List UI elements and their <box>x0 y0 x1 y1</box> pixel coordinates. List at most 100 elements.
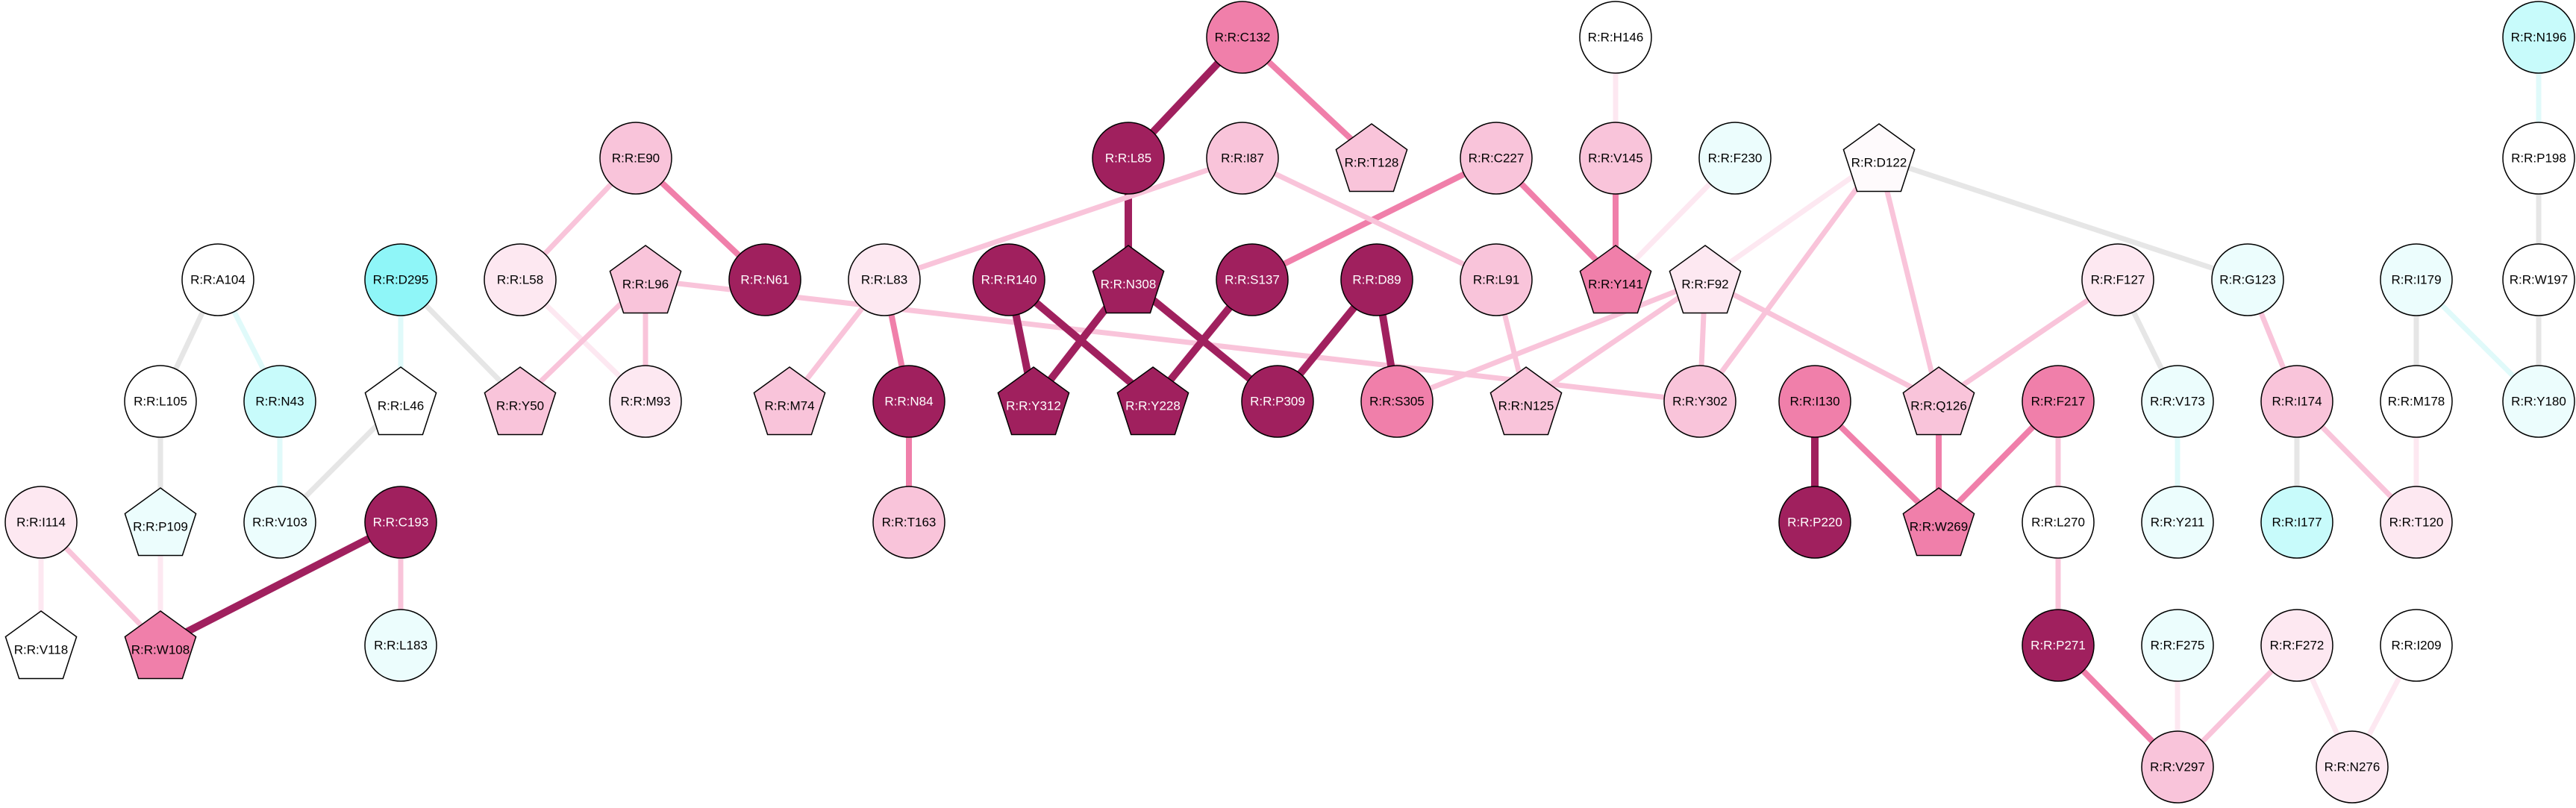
node-p220[interactable]: R:R:P220 <box>1778 486 1851 559</box>
node-w269[interactable]: R:R:W269 <box>1902 487 1975 557</box>
node-c132[interactable]: R:R:C132 <box>1206 1 1279 74</box>
node-f272[interactable]: R:R:F272 <box>2260 609 2333 682</box>
circle-node-shape <box>1241 365 1314 438</box>
node-y312[interactable]: R:R:Y312 <box>997 366 1070 436</box>
node-n61[interactable]: R:R:N61 <box>728 243 801 316</box>
node-l96[interactable]: R:R:L96 <box>609 245 682 314</box>
node-f92[interactable]: R:R:F92 <box>1669 245 1742 314</box>
circle-node-shape <box>972 243 1045 316</box>
node-i87[interactable]: R:R:I87 <box>1206 122 1279 195</box>
pentagon-node-shape <box>609 245 682 314</box>
node-w108[interactable]: R:R:W108 <box>124 610 197 680</box>
node-y50[interactable]: R:R:Y50 <box>484 366 557 436</box>
node-n308[interactable]: R:R:N308 <box>1092 245 1165 314</box>
node-n84[interactable]: R:R:N84 <box>872 365 945 438</box>
node-p309[interactable]: R:R:P309 <box>1241 365 1314 438</box>
node-f127[interactable]: R:R:F127 <box>2081 243 2154 316</box>
node-f230[interactable]: R:R:F230 <box>1698 122 1772 195</box>
node-v297[interactable]: R:R:V297 <box>2141 730 2214 804</box>
node-p198[interactable]: R:R:P198 <box>2502 122 2575 195</box>
node-d122[interactable]: R:R:D122 <box>1842 123 1916 192</box>
node-l83[interactable]: R:R:L83 <box>848 243 921 316</box>
circle-node-shape <box>2141 609 2214 682</box>
circle-node-shape <box>181 243 254 316</box>
node-label: R:R:Y312 <box>1006 399 1061 413</box>
node-label: R:R:F230 <box>1708 151 1763 166</box>
node-r140[interactable]: R:R:R140 <box>972 243 1045 316</box>
node-label: R:R:F127 <box>2091 273 2145 287</box>
node-s305[interactable]: R:R:S305 <box>1360 365 1434 438</box>
node-s137[interactable]: R:R:S137 <box>1216 243 1289 316</box>
node-l85[interactable]: R:R:L85 <box>1092 122 1165 195</box>
node-v118[interactable]: R:R:V118 <box>4 610 78 680</box>
node-y141[interactable]: R:R:Y141 <box>1579 245 1652 314</box>
node-m74[interactable]: R:R:M74 <box>753 366 826 436</box>
node-g123[interactable]: R:R:G123 <box>2211 243 2284 316</box>
node-a104[interactable]: R:R:A104 <box>181 243 254 316</box>
node-p109[interactable]: R:R:P109 <box>124 487 197 557</box>
node-v173[interactable]: R:R:V173 <box>2141 365 2214 438</box>
node-label: R:R:L105 <box>134 395 187 409</box>
node-d295[interactable]: R:R:D295 <box>364 243 437 316</box>
node-v103[interactable]: R:R:V103 <box>243 486 316 559</box>
node-e90[interactable]: R:R:E90 <box>599 122 672 195</box>
node-n276[interactable]: R:R:N276 <box>2316 730 2389 804</box>
node-f275[interactable]: R:R:F275 <box>2141 609 2214 682</box>
node-label: R:R:W269 <box>1910 520 1968 534</box>
node-c193[interactable]: R:R:C193 <box>364 486 437 559</box>
node-h146[interactable]: R:R:H146 <box>1579 1 1652 74</box>
circle-node-shape <box>2260 609 2333 682</box>
node-i209[interactable]: R:R:I209 <box>2380 609 2453 682</box>
node-y228[interactable]: R:R:Y228 <box>1116 366 1189 436</box>
circle-node-shape <box>1206 122 1279 195</box>
node-label: R:R:F217 <box>2031 395 2086 409</box>
node-i177[interactable]: R:R:I177 <box>2260 486 2333 559</box>
node-w197[interactable]: R:R:W197 <box>2502 243 2575 316</box>
node-p271[interactable]: R:R:P271 <box>2022 609 2095 682</box>
node-d89[interactable]: R:R:D89 <box>1340 243 1413 316</box>
node-i174[interactable]: R:R:I174 <box>2260 365 2333 438</box>
pentagon-node-shape <box>1842 123 1916 192</box>
node-l58[interactable]: R:R:L58 <box>484 243 557 316</box>
node-l270[interactable]: R:R:L270 <box>2022 486 2095 559</box>
circle-node-shape <box>1579 1 1652 74</box>
node-label: R:R:L183 <box>374 639 428 653</box>
node-n125[interactable]: R:R:N125 <box>1489 366 1563 436</box>
node-label: R:R:N43 <box>255 395 304 409</box>
node-label: R:R:N125 <box>1498 399 1554 413</box>
node-label: R:R:P271 <box>2031 639 2086 653</box>
node-label: R:R:P198 <box>2511 151 2566 166</box>
node-v145[interactable]: R:R:V145 <box>1579 122 1652 195</box>
circle-node-shape <box>1206 1 1279 74</box>
node-l105[interactable]: R:R:L105 <box>124 365 197 438</box>
node-l91[interactable]: R:R:L91 <box>1460 243 1533 316</box>
node-m93[interactable]: R:R:M93 <box>609 365 682 438</box>
node-label: R:R:L58 <box>497 273 543 287</box>
node-l183[interactable]: R:R:L183 <box>364 609 437 682</box>
node-q126[interactable]: R:R:Q126 <box>1902 366 1975 436</box>
node-label: R:R:C193 <box>373 516 429 530</box>
circle-node-shape <box>872 365 945 438</box>
node-i114[interactable]: R:R:I114 <box>4 486 78 559</box>
node-n43[interactable]: R:R:N43 <box>243 365 316 438</box>
node-y302[interactable]: R:R:Y302 <box>1663 365 1736 438</box>
circle-node-shape <box>1360 365 1434 438</box>
node-i179[interactable]: R:R:I179 <box>2380 243 2453 316</box>
node-y211[interactable]: R:R:Y211 <box>2141 486 2214 559</box>
node-l46[interactable]: R:R:L46 <box>364 366 437 436</box>
node-i130[interactable]: R:R:I130 <box>1778 365 1851 438</box>
node-label: R:R:G123 <box>2219 273 2276 287</box>
node-c227[interactable]: R:R:C227 <box>1460 122 1533 195</box>
node-m178[interactable]: R:R:M178 <box>2380 365 2453 438</box>
circle-node-shape <box>243 486 316 559</box>
circle-node-shape <box>2141 730 2214 804</box>
circle-node-shape <box>2502 1 2575 74</box>
node-t163[interactable]: R:R:T163 <box>872 486 945 559</box>
node-f217[interactable]: R:R:F217 <box>2022 365 2095 438</box>
node-t128[interactable]: R:R:T128 <box>1335 123 1408 192</box>
circle-node-shape <box>364 243 437 316</box>
node-n196[interactable]: R:R:N196 <box>2502 1 2575 74</box>
node-y180[interactable]: R:R:Y180 <box>2502 365 2575 438</box>
node-t120[interactable]: R:R:T120 <box>2380 486 2453 559</box>
circle-node-shape <box>1698 122 1772 195</box>
